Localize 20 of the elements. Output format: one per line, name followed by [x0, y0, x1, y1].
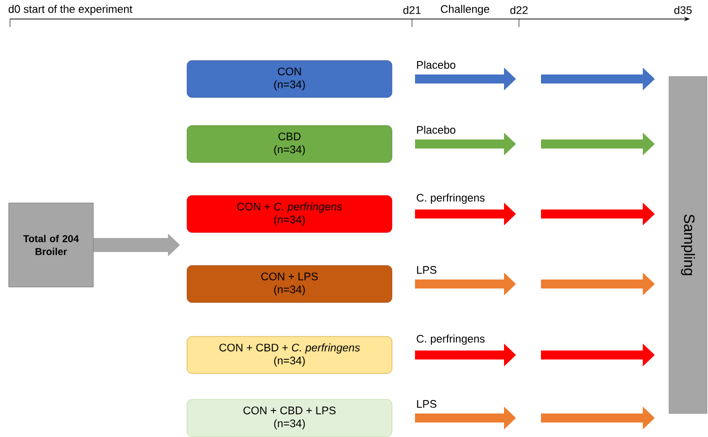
population-box: Total of 204 Broiler [8, 202, 94, 288]
group-box: CON + C. perfringens (n=34) [186, 195, 392, 233]
edge-label: LPS [417, 400, 436, 408]
group-box: CON + CBD + LPS (n=34) [186, 399, 392, 437]
timeline-label: d22 [510, 6, 528, 14]
group-box: CON (n=34) [186, 60, 392, 98]
sampling-bar [668, 76, 708, 414]
group-box: CBD (n=34) [186, 125, 392, 163]
timeline-label: Challenge [440, 4, 490, 16]
timeline-label: d0 start of the experiment [8, 4, 132, 16]
edge-label: Placebo [417, 60, 456, 69]
group-box: CON + CBD + C. perfringens (n=34) [186, 336, 392, 374]
group-box: CON + LPS (n=34) [186, 265, 392, 303]
timeline-label: d21 [403, 6, 421, 14]
timeline-label: d35 [674, 6, 692, 14]
edge-label: C. perfringens [416, 194, 485, 204]
sampling-label: Sampling [681, 214, 695, 276]
edge-label: C. perfringens [416, 334, 485, 345]
edge-label: Placebo [417, 126, 456, 134]
edge-label: LPS [417, 266, 436, 274]
